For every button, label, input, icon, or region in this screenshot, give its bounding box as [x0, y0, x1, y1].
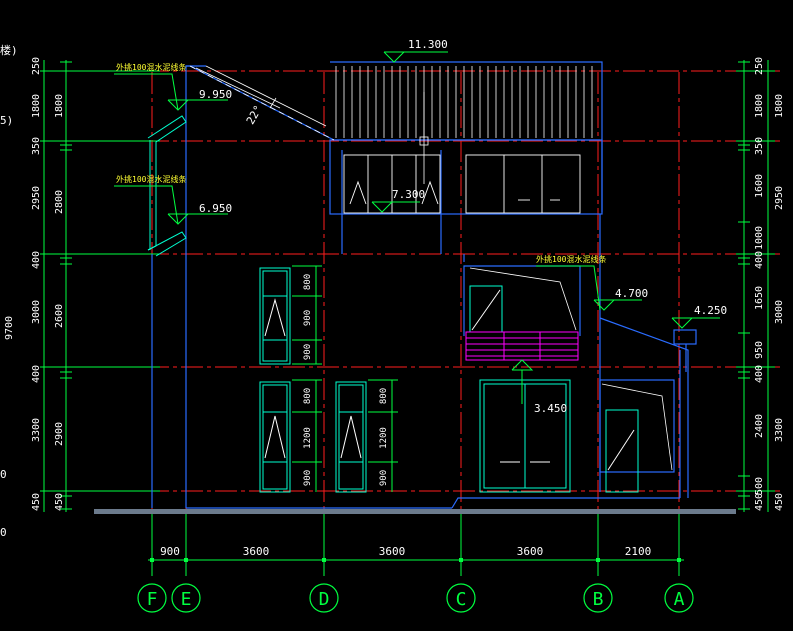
elev-eave-left: 9.950 — [199, 88, 232, 101]
elev-floor1: 3.450 — [534, 402, 567, 415]
win-lowm-2: 900 — [379, 470, 389, 486]
note-top-left: 外挑100混水泥线条 — [116, 62, 186, 72]
axis-bubbles — [137, 583, 694, 613]
axis-A: A — [674, 589, 685, 610]
right-dim-inner-2: 350 — [754, 137, 765, 155]
left-dim-inner-3: 2900 — [54, 422, 65, 446]
note-leaders — [114, 73, 601, 311]
elev-roof-top: 11.300 — [408, 38, 448, 51]
left-dim-outer-5: 3000 — [31, 300, 42, 324]
win-upper-1: 900 — [303, 310, 313, 326]
axis-letters: F E D C B A — [147, 589, 685, 610]
axis-C: C — [456, 589, 467, 610]
right-dim-inner-7: 950 — [754, 341, 765, 359]
right-dim-inner-10: 500 — [754, 477, 765, 495]
annex-window — [601, 383, 673, 493]
left-cornices — [147, 115, 187, 257]
bottom-dim-ticks — [150, 558, 681, 562]
axis-E: E — [181, 589, 192, 610]
right-dim-inner-4: 1000 — [754, 226, 765, 250]
edge-fragment-low-left: 0 — [0, 468, 7, 481]
bottom-dimension-chain — [148, 514, 684, 576]
right-dim-outer-2: 3000 — [774, 300, 785, 324]
win-lowl-2: 900 — [303, 470, 313, 486]
left-dim-outer-1: 1800 — [31, 94, 42, 118]
right-dim-outer-texts: 1800 2950 3000 3300 450 — [774, 94, 785, 511]
right-dim-outer-0: 1800 — [774, 94, 785, 118]
win-lowm-0: 800 — [379, 388, 389, 404]
windows-left — [259, 267, 367, 493]
left-dim-outer-4: 400 — [31, 251, 42, 269]
left-dim-inner-0: 1800 — [54, 94, 65, 118]
left-dim-inner-1: 2800 — [54, 190, 65, 214]
right-dim-inner-6: 1650 — [754, 286, 765, 310]
elevation-markers — [167, 51, 720, 404]
right-dim-inner-8: 400 — [754, 365, 765, 383]
right-dim-inner-11: 450 — [754, 493, 765, 511]
bottom-dim-0: 900 — [160, 545, 180, 558]
axis-D: D — [319, 589, 330, 610]
roof-angle: 22° — [244, 103, 265, 127]
left-dimension-chain — [40, 60, 160, 512]
right-dim-outer-1: 2950 — [774, 186, 785, 210]
right-dim-inner-0: 250 — [754, 57, 765, 75]
win-upper-0: 800 — [303, 274, 313, 290]
axis-F: F — [147, 589, 158, 610]
right-dimension-chain — [736, 60, 775, 512]
window-dim-texts: 800 900 900 800 1200 900 800 1200 900 — [303, 274, 389, 486]
balcony — [465, 267, 579, 361]
left-dim-outer-0: 250 — [31, 57, 42, 75]
elev-floor2-right: 4.700 — [615, 287, 648, 300]
bottom-dim-texts: 900 3600 3600 3600 2100 — [160, 545, 651, 558]
elev-floor3: 7.300 — [392, 188, 425, 201]
text-layer: 11.300 9.950 7.300 6.950 4.700 4.250 3.4… — [0, 38, 727, 539]
win-lowl-1: 1200 — [303, 427, 313, 449]
edge-fragment-top-left: 楼) — [0, 43, 18, 57]
right-dim-inner-3: 1600 — [754, 174, 765, 198]
left-dim-inner-4: 450 — [54, 493, 65, 511]
right-dim-inner-5: 400 — [754, 251, 765, 269]
note-mid-left: 外挑100混水泥线条 — [116, 174, 186, 184]
left-dim-outer-7: 400 — [31, 365, 42, 383]
bottom-dim-4: 2100 — [625, 545, 652, 558]
left-dim-inner-texts: 1800 2800 2600 2900 450 — [54, 94, 65, 511]
right-dim-inner-9: 2400 — [754, 414, 765, 438]
right-dim-outer-3: 3300 — [774, 418, 785, 442]
left-dim-outer-9: 450 — [31, 493, 42, 511]
third-floor-windows — [343, 154, 581, 214]
left-dim-outer-8: 3300 — [31, 418, 42, 442]
left-dim-outer-texts: 250 1800 350 2950 400 3000 9700 400 3300… — [4, 57, 42, 511]
roof-cladding — [335, 66, 593, 138]
right-dim-inner-1: 1800 — [754, 94, 765, 118]
edge-fragment-mid-left: 5) — [0, 114, 13, 127]
left-dim-outer-3: 2950 — [31, 186, 42, 210]
left-dim-outer-2: 350 — [31, 137, 42, 155]
win-upper-2: 900 — [303, 344, 313, 360]
ground-line — [94, 509, 736, 514]
right-dim-inner-texts: 250 1800 350 1600 1000 400 1650 950 400 … — [754, 57, 765, 511]
edge-fragment-bottom-left: 0 — [0, 526, 7, 539]
ground-door — [479, 379, 571, 493]
right-dim-outer-4: 450 — [774, 493, 785, 511]
left-dim-outer-6: 9700 — [4, 316, 15, 340]
win-lowm-1: 1200 — [379, 427, 389, 449]
elev-canopy: 4.250 — [694, 304, 727, 317]
note-right: 外挑100混水泥线条 — [536, 254, 606, 264]
elev-left-mid: 6.950 — [199, 202, 232, 215]
roof-slope-detail — [189, 65, 429, 184]
window-dim-lines — [292, 265, 398, 492]
bottom-dim-3: 3600 — [517, 545, 544, 558]
win-lowl-0: 800 — [303, 388, 313, 404]
level-lines — [45, 70, 780, 492]
left-dim-inner-2: 2600 — [54, 304, 65, 328]
bottom-dim-1: 3600 — [243, 545, 270, 558]
axis-B: B — [593, 589, 604, 610]
bottom-dim-2: 3600 — [379, 545, 406, 558]
